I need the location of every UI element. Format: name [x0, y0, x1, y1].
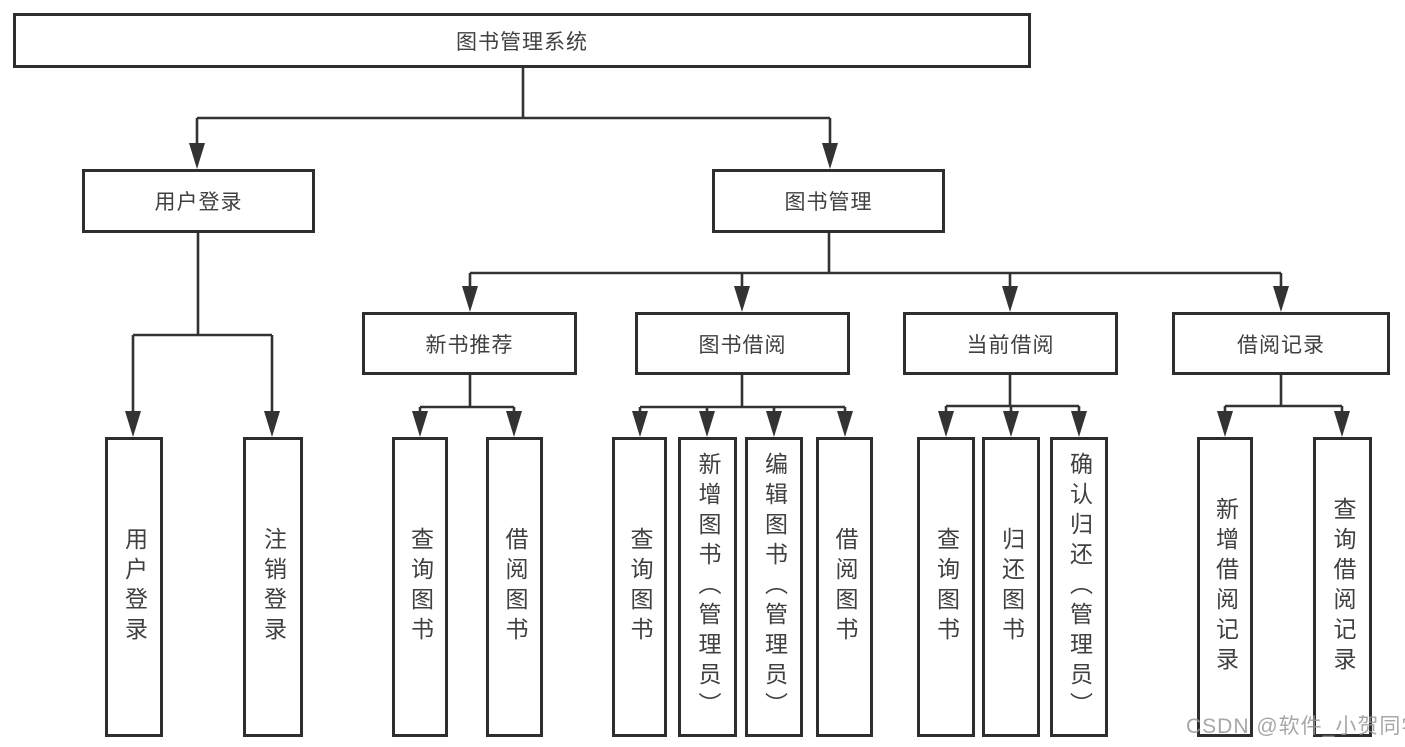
leaf-confirm-return-admin: 确认归还（管理员） — [1050, 437, 1108, 737]
node-user-login: 用户登录 — [82, 169, 315, 233]
leaf-query-books-recommend: 查询图书 — [392, 437, 448, 737]
leaf-return-books: 归还图书 — [982, 437, 1040, 737]
leaf-user-login: 用户登录 — [105, 437, 163, 737]
node-borrowing-records: 借阅记录 — [1172, 312, 1390, 375]
leaf-logout: 注销登录 — [243, 437, 303, 737]
leaf-query-books-borrowing: 查询图书 — [612, 437, 667, 737]
leaf-borrow-books-borrowing: 借阅图书 — [816, 437, 873, 737]
node-current-borrowing: 当前借阅 — [903, 312, 1118, 375]
node-library-management-system: 图书管理系统 — [13, 13, 1031, 68]
node-new-book-recommendation: 新书推荐 — [362, 312, 577, 375]
csdn-watermark: CSDN @软件_小贺同学 — [1186, 715, 1405, 738]
leaf-query-books-current: 查询图书 — [917, 437, 975, 737]
leaf-edit-books-admin: 编辑图书（管理员） — [745, 437, 803, 737]
leaf-add-books-admin: 新增图书（管理员） — [678, 437, 737, 737]
leaf-add-borrow-record: 新增借阅记录 — [1197, 437, 1253, 737]
node-book-borrowing: 图书借阅 — [635, 312, 850, 375]
leaf-query-borrow-record: 查询借阅记录 — [1313, 437, 1372, 737]
node-book-management: 图书管理 — [712, 169, 945, 233]
arrowheads — [125, 143, 1350, 437]
leaf-borrow-books-recommend: 借阅图书 — [486, 437, 543, 737]
